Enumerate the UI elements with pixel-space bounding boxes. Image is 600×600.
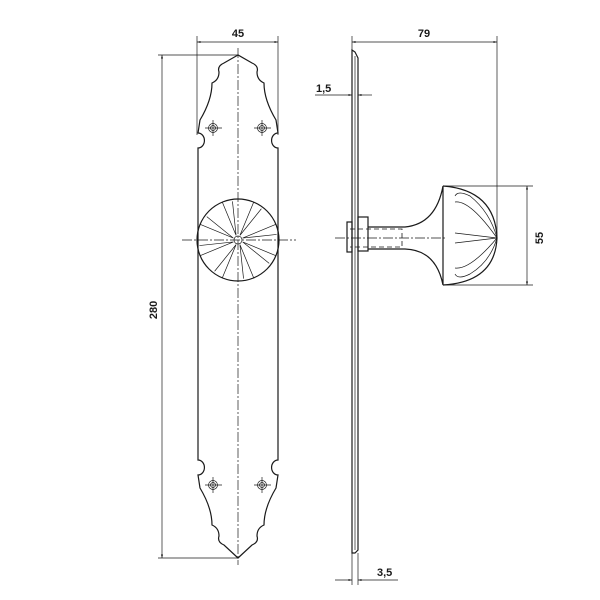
dimension-height: 280 — [148, 54, 238, 559]
rosette-petal-line — [242, 223, 277, 239]
knob-head — [442, 185, 498, 286]
rosette-petal-line — [214, 244, 237, 279]
dimension-projection: 79 — [351, 28, 498, 238]
dimension-knob-diameter: 55 — [443, 185, 546, 286]
knob-rosette-front — [196, 198, 280, 282]
screw-hole-icon — [254, 477, 271, 493]
dimension-label-base-thickness: 3,5 — [377, 567, 392, 579]
dimension-label-plate-thickness: 1,5 — [316, 83, 331, 95]
rosette-petal-line — [199, 241, 234, 257]
rosette-collar — [357, 216, 369, 252]
screw-hole-icon — [205, 477, 222, 493]
rosette-petal-line — [242, 241, 277, 264]
side-view — [335, 48, 498, 554]
rosette-petal-line — [239, 244, 255, 279]
knob-ribs — [454, 192, 498, 278]
rosette-petal-line — [239, 201, 262, 236]
knob-neck — [368, 185, 444, 286]
rosette-base — [346, 221, 353, 253]
screw-holes — [205, 120, 271, 493]
dimension-width: 45 — [196, 28, 279, 135]
dimension-label-width: 45 — [232, 28, 244, 40]
dimension-label-projection: 79 — [418, 28, 430, 40]
rosette-petal-line — [221, 201, 237, 236]
front-view — [182, 48, 296, 565]
dimension-label-knob-diameter: 55 — [534, 232, 546, 244]
dimension-base-thickness: 3,5 — [335, 553, 398, 585]
screw-hole-icon — [254, 120, 271, 136]
rosette-petal-line — [199, 216, 234, 239]
dimension-label-height: 280 — [148, 301, 160, 319]
screw-hole-icon — [205, 120, 222, 136]
dimension-plate-thickness: 1,5 — [315, 83, 372, 97]
